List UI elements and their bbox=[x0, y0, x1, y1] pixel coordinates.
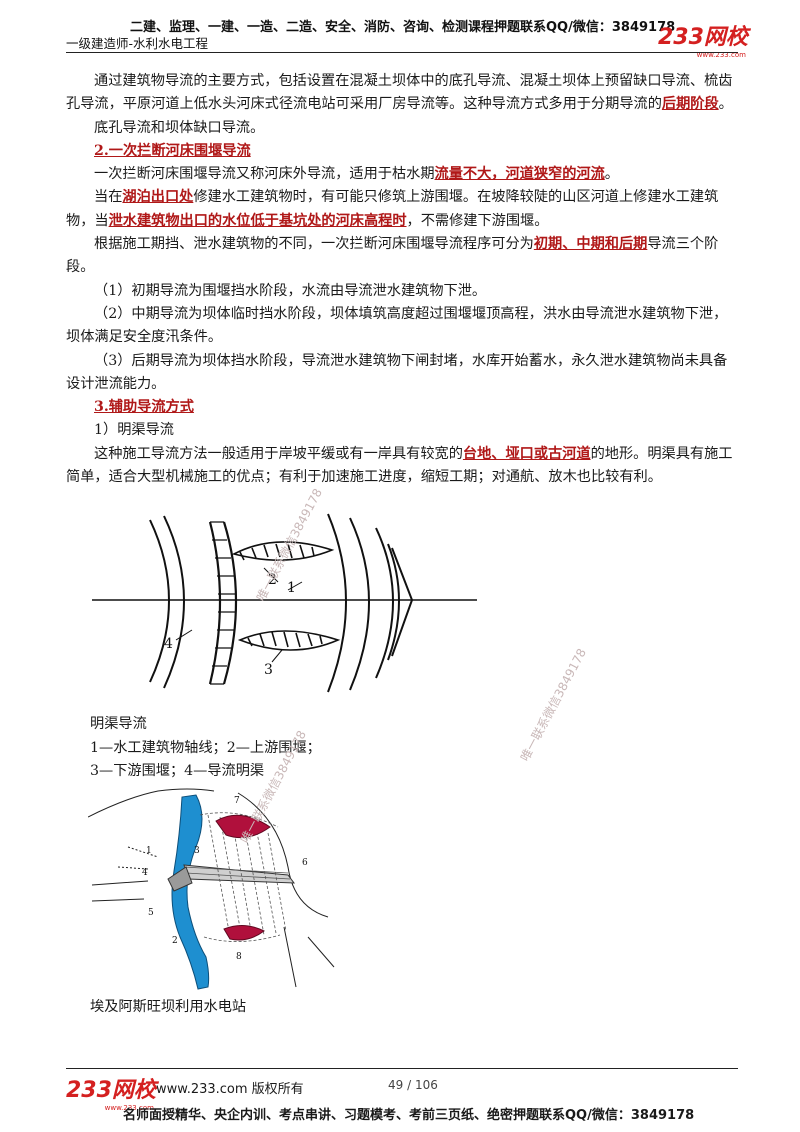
fig2-label-8: 8 bbox=[236, 952, 242, 962]
cofferdam-dash-lines bbox=[199, 812, 287, 942]
paragraph-lake-outlet: 当在湖泊出口处修建水工建筑物时，有可能只修筑上游围堰。在坡降较陡的山区河道上修建… bbox=[66, 189, 719, 229]
header-subject: 一级建造师-水利水电工程 bbox=[66, 36, 209, 51]
fig2-label-3: 3 bbox=[194, 846, 200, 856]
lower-cofferdam bbox=[223, 925, 265, 941]
footer-logo: 233网校 www.233.com bbox=[66, 1072, 156, 1112]
downstream-cofferdam bbox=[237, 630, 341, 651]
diversion-channel bbox=[208, 521, 238, 685]
fig2-label-1: 1 bbox=[146, 846, 152, 856]
open-channel-diagram: 2 1 3 4 bbox=[92, 513, 477, 693]
header-promo: 二建、监理、一建、一造、二造、安全、消防、咨询、检测课程押题联系QQ/微信：38… bbox=[130, 20, 676, 35]
upper-cofferdam bbox=[215, 814, 271, 839]
right-bank-curve-2 bbox=[349, 517, 370, 691]
paragraph-bottom-outlet: 底孔导流和坝体缺口导流。 bbox=[94, 119, 265, 136]
paragraph-stages: 根据施工期挡、泄水建筑物的不同，一次拦断河床围堰导流程序可分为初期、中期和后期导… bbox=[66, 236, 719, 276]
paragraph-open-channel-title: 1）明渠导流 bbox=[94, 422, 174, 439]
left-bank-curve-1 bbox=[149, 519, 170, 683]
paragraph-open-channel: 这种施工导流方法一般适用于岸坡平缓或有一岸具有较宽的台地、垭口或古河道的地形。明… bbox=[66, 445, 733, 486]
channel-tip bbox=[391, 547, 414, 657]
paragraph-stage-initial: （1）初期导流为围堰挡水阶段，水流由导流泄水建筑物下泄。 bbox=[94, 282, 487, 299]
figure1-caption-line2: 3—下游围堰；4—导流明渠 bbox=[90, 763, 265, 779]
footer-rule bbox=[66, 1068, 738, 1069]
fig2-label-7: 7 bbox=[234, 796, 240, 806]
header-rule bbox=[66, 52, 738, 53]
paragraph-one-time-cofferdam: 一次拦断河床围堰导流又称河床外导流，适用于枯水期流量不大，河道狭窄的河流。 bbox=[94, 166, 619, 183]
fig2-label-5: 5 bbox=[148, 908, 154, 918]
right-bank-curve-1 bbox=[327, 513, 347, 693]
fig2-label-4: 4 bbox=[142, 868, 148, 878]
header-logo-sub: www.233.com bbox=[696, 51, 746, 59]
paragraph-stage-middle: （2）中期导流为坝体临时挡水阶段，坝体填筑高度超过围堰堰顶高程，洪水由导流泄水建… bbox=[66, 305, 728, 346]
figure1-caption-line1: 1—水工建筑物轴线；2—上游围堰； bbox=[90, 739, 321, 756]
fig1-label-1: 1 bbox=[287, 580, 296, 596]
footer-logo-text: 233网校 bbox=[66, 1078, 156, 1103]
paragraph-building-diversion: 通过建筑物导流的主要方式，包括设置在混凝土坝体中的底孔导流、混凝土坝体上预留缺口… bbox=[66, 73, 733, 113]
terrain-right bbox=[237, 792, 335, 988]
right-bank-curve-4 bbox=[387, 543, 400, 661]
section-heading-3: 3.辅助导流方式 bbox=[94, 399, 194, 416]
left-bank-curve-2 bbox=[163, 515, 185, 689]
figure2-caption: 埃及阿斯旺坝利用水电站 bbox=[90, 999, 247, 1015]
figure1-caption-title: 明渠导流 bbox=[90, 716, 147, 732]
header-logo-text: 233网校 bbox=[658, 25, 748, 50]
section-heading-2: 2.一次拦断河床围堰导流 bbox=[94, 142, 251, 159]
fig2-label-2: 2 bbox=[172, 936, 178, 946]
paragraph-stage-late: （3）后期导流为坝体挡水阶段，导流泄水建筑物下闸封堵，水库开始蓄水，永久泄水建筑… bbox=[66, 352, 728, 392]
document-body: 通过建筑物导流的主要方式，包括设置在混凝土坝体中的底孔导流、混凝土坝体上预留缺口… bbox=[66, 70, 738, 489]
terrain-top bbox=[88, 788, 215, 818]
fig1-label-4: 4 bbox=[164, 636, 173, 652]
watermark-3: 唯一联系微信3849178 bbox=[517, 646, 590, 764]
right-bank-curve-3 bbox=[375, 527, 394, 679]
footer-logo-sub: www.233.com bbox=[104, 1104, 154, 1112]
upstream-cofferdam-top bbox=[231, 541, 335, 561]
footer-site: www.233.com 版权所有 bbox=[156, 1082, 304, 1097]
header-logo: 233网校 www.233.com bbox=[658, 19, 748, 59]
power-station bbox=[167, 866, 193, 892]
footer-promo: 名师面授精华、央企内训、考点串讲、习题模考、考前三页纸、绝密押题联系QQ/微信：… bbox=[123, 1108, 695, 1123]
dam-hatching bbox=[183, 866, 291, 880]
river-nile bbox=[171, 794, 210, 990]
fig1-label-3: 3 bbox=[264, 662, 273, 678]
terrain-left bbox=[91, 880, 149, 902]
fig1-label-2: 2 bbox=[268, 572, 277, 588]
footer-page-number: 49 / 106 bbox=[388, 1078, 438, 1092]
figure1-caption: 明渠导流 1—水工建筑物轴线；2—上游围堰； 3—下游围堰；4—导流明渠 bbox=[90, 713, 321, 784]
fig2-label-6: 6 bbox=[302, 858, 308, 868]
aswan-dam-diagram: 1 2 3 4 5 6 7 8 bbox=[88, 788, 335, 990]
